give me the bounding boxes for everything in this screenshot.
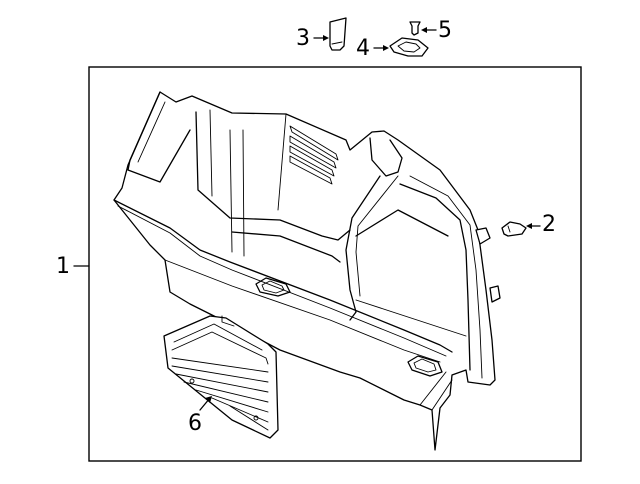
callout-6: 6 — [188, 411, 202, 436]
mounting-tab — [475, 227, 491, 245]
callout-5: 5 — [438, 18, 452, 43]
vent-grille-drawing — [163, 315, 279, 439]
callout-4: 4 — [356, 36, 370, 61]
leader-lines — [73, 27, 541, 411]
retainer-clip-drawing — [501, 221, 527, 237]
grommet-pad-drawing — [389, 37, 429, 57]
upper-louvers — [289, 125, 339, 185]
quarter-trim-panel-drawing — [113, 91, 501, 451]
callout-2: 2 — [542, 212, 556, 237]
callout-1: 1 — [56, 254, 70, 279]
trim-bracket-drawing — [329, 17, 347, 51]
floor-pad — [407, 355, 443, 377]
push-pin-drawing — [409, 21, 421, 36]
mounting-tab — [489, 285, 501, 303]
floor-pad — [255, 277, 291, 297]
callout-3: 3 — [296, 26, 310, 51]
